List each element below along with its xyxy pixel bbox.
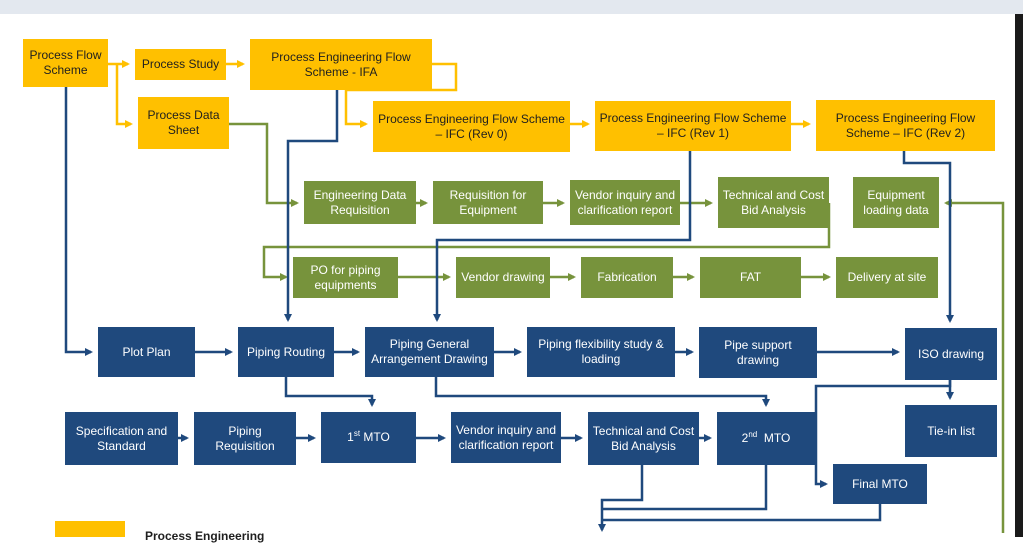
legend-label-process: Process Engineering — [145, 529, 265, 543]
arrow-pfs-to-plotplan — [64, 87, 93, 356]
spec-standard-label: Specification and Standard — [75, 423, 168, 453]
piping-ga-drawing-label: Piping General Arrangement Drawing — [371, 337, 488, 366]
pefs-ifc-rev2-box: Process Engineering Flow Scheme – IFC (R… — [816, 100, 995, 151]
pefs-ifa-label: Process Engineering Flow Scheme - IFA — [271, 49, 411, 79]
vendor-inquiry-blue-label: Vendor inquiry and clarification report — [455, 422, 557, 452]
vendor-inquiry-green-box: Vendor inquiry and clarification report — [570, 180, 680, 225]
requisition-for-equipment-box: Requisition for Equipment — [433, 181, 543, 224]
mto2-box: 2nd MTO — [717, 412, 815, 465]
piping-routing-label: Piping Routing — [246, 344, 326, 359]
vendor-inquiry-green-label: Vendor inquiry and clarification report — [574, 187, 676, 217]
process-flow-scheme-label: Process Flow Scheme — [29, 48, 102, 77]
process-flow-scheme-box: Process Flow Scheme — [23, 39, 108, 87]
mto1-num: 1 — [347, 430, 354, 444]
arrow-ifa-to-routing — [284, 90, 339, 322]
po-piping-equipments-box: PO for piping equipments — [293, 257, 398, 298]
process-study-label: Process Study — [141, 57, 220, 71]
equipment-loading-data-box: Equipment loading data — [853, 177, 939, 228]
tie-in-list-box: Tie-in list — [905, 405, 997, 457]
arrow-iso-to-finalmto — [814, 380, 952, 488]
equipment-loading-data-label: Equipment loading data — [863, 187, 929, 217]
engineering-data-requisition-box: Engineering Data Requisition — [304, 181, 416, 224]
pefs-ifc-rev2-label: Process Engineering Flow Scheme – IFC (R… — [835, 110, 976, 140]
pefs-ifc-rev1-label: Process Engineering Flow Scheme – IFC (R… — [599, 111, 787, 140]
arrow-pfs-to-datasheet — [115, 64, 133, 128]
vendor-drawing-label: Vendor drawing — [461, 270, 545, 284]
final-mto-box: Final MTO — [833, 464, 927, 504]
arrow-tbe-to-po — [262, 203, 831, 281]
top-bar — [0, 0, 1023, 14]
delivery-at-site-label: Delivery at site — [847, 270, 927, 284]
arrow-rev2-to-iso — [902, 151, 954, 323]
fabrication-box: Fabrication — [581, 257, 673, 298]
fat-box: FAT — [700, 257, 801, 298]
pipe-support-drawing-box: Pipe support drawing — [699, 327, 817, 378]
piping-flex-study-label: Piping flexibility study & loading — [538, 337, 664, 366]
mto2-num: 2 — [741, 431, 749, 445]
line-finalmto-down — [602, 504, 882, 522]
mto2-sup: nd — [748, 430, 758, 439]
spec-standard-box: Specification and Standard — [65, 412, 178, 465]
engineering-data-requisition-label: Engineering Data Requisition — [313, 187, 407, 217]
piping-requisition-label: Piping Requisition — [215, 423, 275, 453]
fat-label: FAT — [739, 270, 762, 284]
piping-requisition-box: Piping Requisition — [194, 412, 296, 465]
plot-plan-label: Plot Plan — [122, 344, 171, 359]
process-study-box: Process Study — [135, 49, 226, 80]
technical-cost-bid-blue-box: Technical and Cost Bid Analysis — [588, 412, 699, 465]
pefs-ifc-rev0-box: Process Engineering Flow Scheme – IFC (R… — [373, 101, 570, 152]
mto1-text: MTO — [363, 430, 390, 444]
line-mto2-down — [602, 465, 768, 511]
technical-cost-bid-green-label: Technical and Cost Bid Analysis — [722, 187, 825, 217]
mto2-text: MTO — [763, 431, 791, 445]
pefs-ifc-rev1-box: Process Engineering Flow Scheme – IFC (R… — [595, 101, 791, 151]
plot-plan-box: Plot Plan — [98, 327, 195, 377]
mto2-label: 2nd MTO — [742, 431, 791, 446]
pefs-ifa-box: Process Engineering Flow Scheme - IFA — [250, 39, 432, 90]
arrow-routing-to-mto1 — [284, 377, 376, 407]
piping-routing-box: Piping Routing — [238, 327, 334, 377]
tie-in-list-label: Tie-in list — [927, 423, 975, 438]
process-data-sheet-label: Process Data Sheet — [147, 108, 220, 137]
arrow-ga-to-mto2 — [434, 377, 770, 407]
mto1-sup: st — [353, 429, 361, 438]
fabrication-label: Fabrication — [597, 270, 657, 284]
mto1-label: 1st MTO — [347, 430, 390, 445]
arrow-rev1-to-ga — [433, 151, 692, 322]
final-mto-label: Final MTO — [852, 476, 908, 491]
mto1-box: 1st MTO — [321, 412, 416, 463]
delivery-at-site-box: Delivery at site — [836, 257, 938, 298]
pefs-ifc-rev0-label: Process Engineering Flow Scheme – IFC (R… — [378, 111, 565, 141]
piping-flex-study-box: Piping flexibility study & loading — [527, 327, 675, 377]
requisition-for-equipment-label: Requisition for Equipment — [449, 187, 527, 217]
iso-drawing-box: ISO drawing — [905, 328, 997, 380]
iso-drawing-label: ISO drawing — [917, 346, 985, 361]
vendor-drawing-box: Vendor drawing — [456, 257, 550, 298]
process-data-sheet-box: Process Data Sheet — [138, 97, 229, 149]
arrow-datasheet-to-edr — [229, 122, 299, 207]
technical-cost-bid-blue-label: Technical and Cost Bid Analysis — [592, 423, 695, 453]
po-piping-equipments-label: PO for piping equipments — [310, 262, 381, 292]
piping-ga-drawing-box: Piping General Arrangement Drawing — [365, 327, 494, 377]
pipe-support-drawing-label: Pipe support drawing — [724, 337, 792, 367]
legend-swatch-process — [55, 521, 125, 537]
arrow-ifa-to-rev0 — [344, 62, 458, 128]
vendor-inquiry-blue-box: Vendor inquiry and clarification report — [451, 412, 561, 463]
arrow-to-loading-data — [944, 199, 1005, 533]
technical-cost-bid-green-box: Technical and Cost Bid Analysis — [718, 177, 829, 228]
arrow-tbe-down — [598, 465, 644, 532]
right-border — [1015, 14, 1023, 537]
